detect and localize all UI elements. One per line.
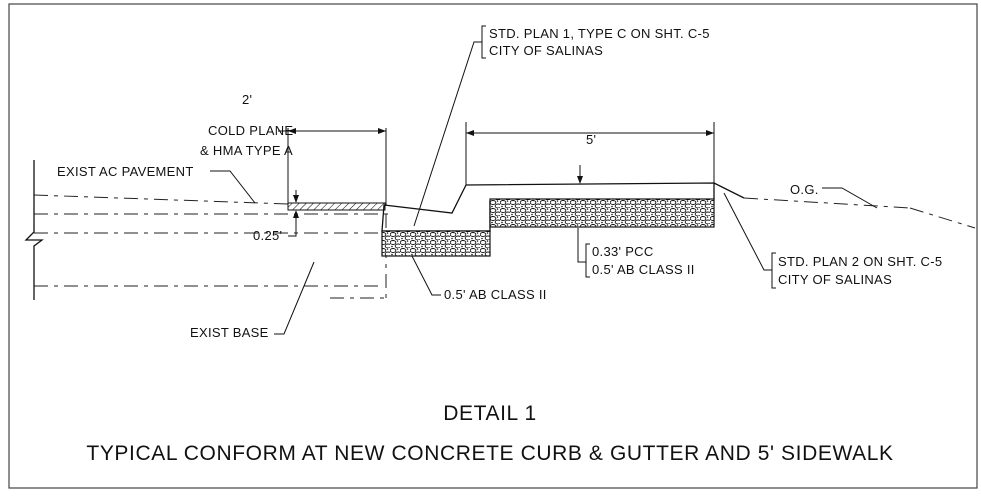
- label-dim-2ft: 2': [242, 92, 252, 107]
- break-line: [24, 160, 44, 300]
- label-std-plan-2-line1: STD. PLAN 2 ON SHT. C-5: [778, 254, 942, 269]
- leader-og: [822, 187, 878, 209]
- leader-std-plan-1: [413, 41, 482, 227]
- cold-plane-strip: [287, 202, 386, 211]
- label-thickness-025: 0.25': [253, 228, 282, 243]
- drawing-frame: [8, 3, 978, 489]
- leader-std-plan-2: [723, 192, 772, 271]
- label-pcc: 0.33' PCC: [592, 244, 654, 259]
- sidewalk-aggregate-base: [489, 198, 715, 228]
- bracket-std-plan-2: [771, 252, 776, 289]
- curb-aggregate-base: [381, 230, 491, 257]
- label-exist-base: EXIST BASE: [190, 325, 269, 340]
- leader-pcc: [577, 228, 586, 263]
- label-std-plan-1-line1: STD. PLAN 1, TYPE C ON SHT. C-5: [489, 26, 710, 41]
- bracket-std-plan-1: [481, 25, 486, 59]
- label-exist-ac-pavement: EXIST AC PAVEMENT: [57, 164, 194, 179]
- label-ab-class-ii-walk: 0.5' AB CLASS II: [592, 262, 695, 277]
- right-existing-ground: [713, 182, 976, 229]
- leader-exist-ac-pavement: [210, 170, 256, 204]
- detail-title: DETAIL 1: [443, 402, 537, 425]
- dimension-5ft: [465, 122, 715, 185]
- label-ab-class-ii-curb: 0.5' AB CLASS II: [444, 287, 547, 302]
- label-og: O.G.: [790, 182, 819, 197]
- dimension-2ft: [278, 128, 387, 205]
- leader-exist-base: [274, 261, 315, 335]
- leader-thickness-025: [288, 215, 297, 237]
- label-std-plan-2-line2: CITY OF SALINAS: [778, 272, 892, 287]
- bracket-pcc: [585, 243, 590, 278]
- label-std-plan-1-line2: CITY OF SALINAS: [489, 43, 603, 58]
- detail-subtitle: TYPICAL CONFORM AT NEW CONCRETE CURB & G…: [86, 442, 893, 465]
- leader-ab-class-ii-curb: [411, 255, 441, 296]
- label-cold-plane: COLD PLANE: [208, 123, 293, 138]
- label-hma-type-a: & HMA TYPE A: [200, 143, 293, 158]
- label-dim-5ft: 5': [586, 132, 596, 147]
